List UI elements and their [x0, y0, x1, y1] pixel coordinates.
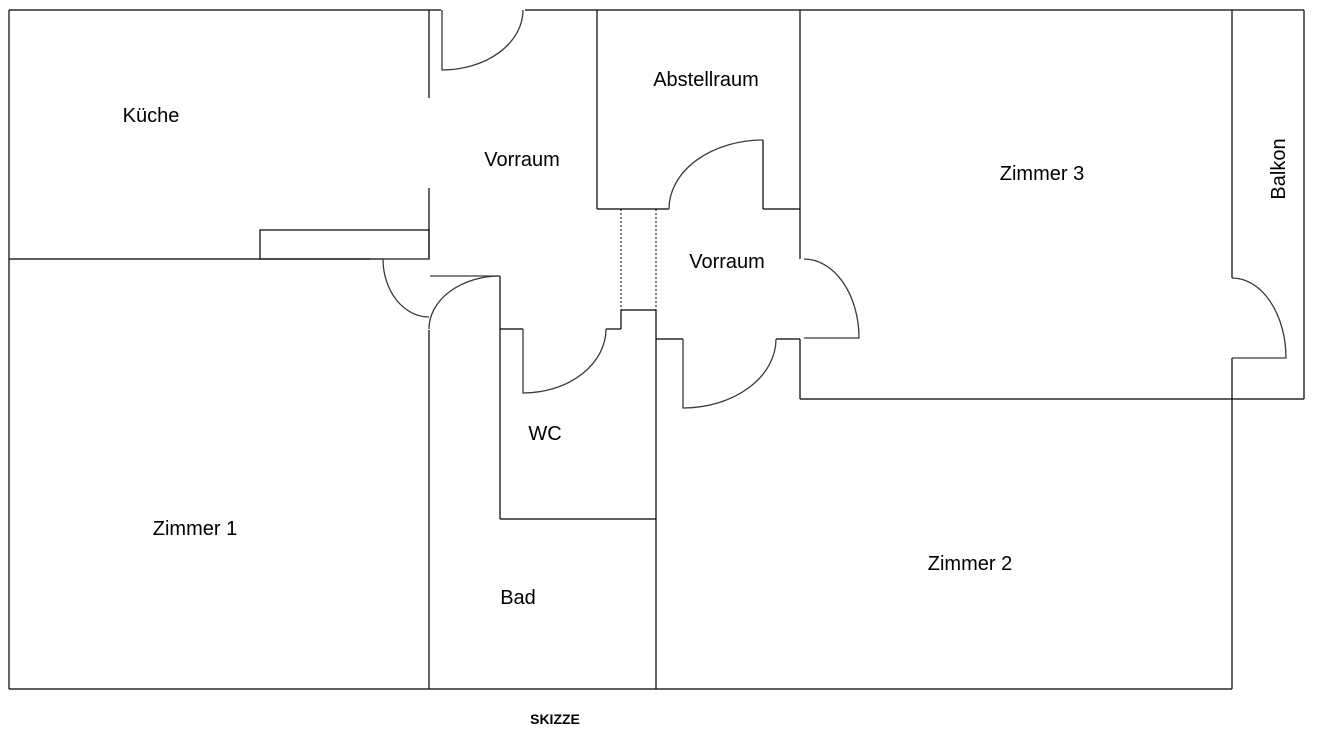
room-label-balkon: Balkon [1268, 138, 1290, 199]
room-label-vorraum-2: Vorraum [689, 251, 765, 273]
room-label-zimmer-2: Zimmer 2 [928, 553, 1012, 575]
door-balkon [1231, 277, 1287, 359]
door-kueche [382, 258, 430, 318]
room-label-wc: WC [528, 423, 561, 445]
door-entrance [441, 9, 524, 71]
room-label-vorraum-1: Vorraum [484, 149, 560, 171]
room-label-kueche: Küche [123, 105, 180, 127]
doors [382, 9, 1287, 409]
room-label-bad: Bad [500, 587, 536, 609]
door-abstellraum [668, 139, 764, 210]
caption: SKIZZE [530, 711, 580, 727]
room-label-zimmer-3: Zimmer 3 [1000, 163, 1084, 185]
door-zimmer-1 [428, 275, 501, 330]
walls [8, 9, 1305, 690]
door-wc [522, 328, 607, 394]
room-label-abstellraum: Abstellraum [653, 69, 759, 91]
door-zimmer-3 [803, 258, 860, 339]
room-label-zimmer-1: Zimmer 1 [153, 518, 237, 540]
door-zimmer-2 [682, 338, 777, 409]
